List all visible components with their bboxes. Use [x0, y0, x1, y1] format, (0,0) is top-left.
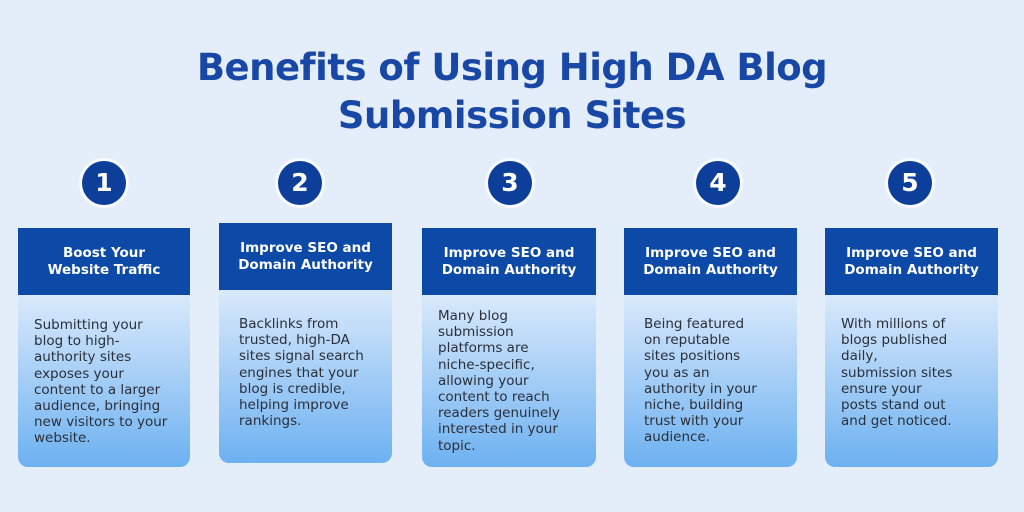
card-text: Submitting your blog to high- authority …: [18, 295, 190, 467]
card-heading: Improve SEO and Domain Authority: [422, 228, 596, 295]
title-line-2: Submission Sites: [337, 94, 687, 137]
benefit-card-1: Boost Your Website Traffic Submitting yo…: [18, 228, 190, 467]
card-text: Being featured on reputable sites positi…: [624, 295, 797, 467]
step-number-1: 1: [82, 161, 126, 205]
card-text: Many blog submission platforms are niche…: [422, 295, 596, 467]
benefit-card-5: Improve SEO and Domain Authority With mi…: [825, 228, 998, 467]
benefit-card-4: Improve SEO and Domain Authority Being f…: [624, 228, 797, 467]
card-heading: Improve SEO and Domain Authority: [624, 228, 797, 295]
title-line-1: Benefits of Using High DA Blog: [196, 46, 828, 89]
step-number-3: 3: [488, 161, 532, 205]
step-number-5: 5: [888, 161, 932, 205]
card-heading: Improve SEO and Domain Authority: [825, 228, 998, 295]
step-number-4: 4: [696, 161, 740, 205]
benefit-card-2: Improve SEO and Domain Authority Backlin…: [219, 223, 392, 463]
benefit-card-3: Improve SEO and Domain Authority Many bl…: [422, 228, 596, 467]
page-title: Benefits of Using High DA Blog Submissio…: [0, 44, 1024, 140]
card-text: With millions of blogs published daily, …: [825, 295, 998, 467]
card-heading: Boost Your Website Traffic: [18, 228, 190, 295]
step-number-2: 2: [278, 161, 322, 205]
card-heading: Improve SEO and Domain Authority: [219, 223, 392, 290]
card-text: Backlinks from trusted, high-DA sites si…: [219, 290, 392, 463]
